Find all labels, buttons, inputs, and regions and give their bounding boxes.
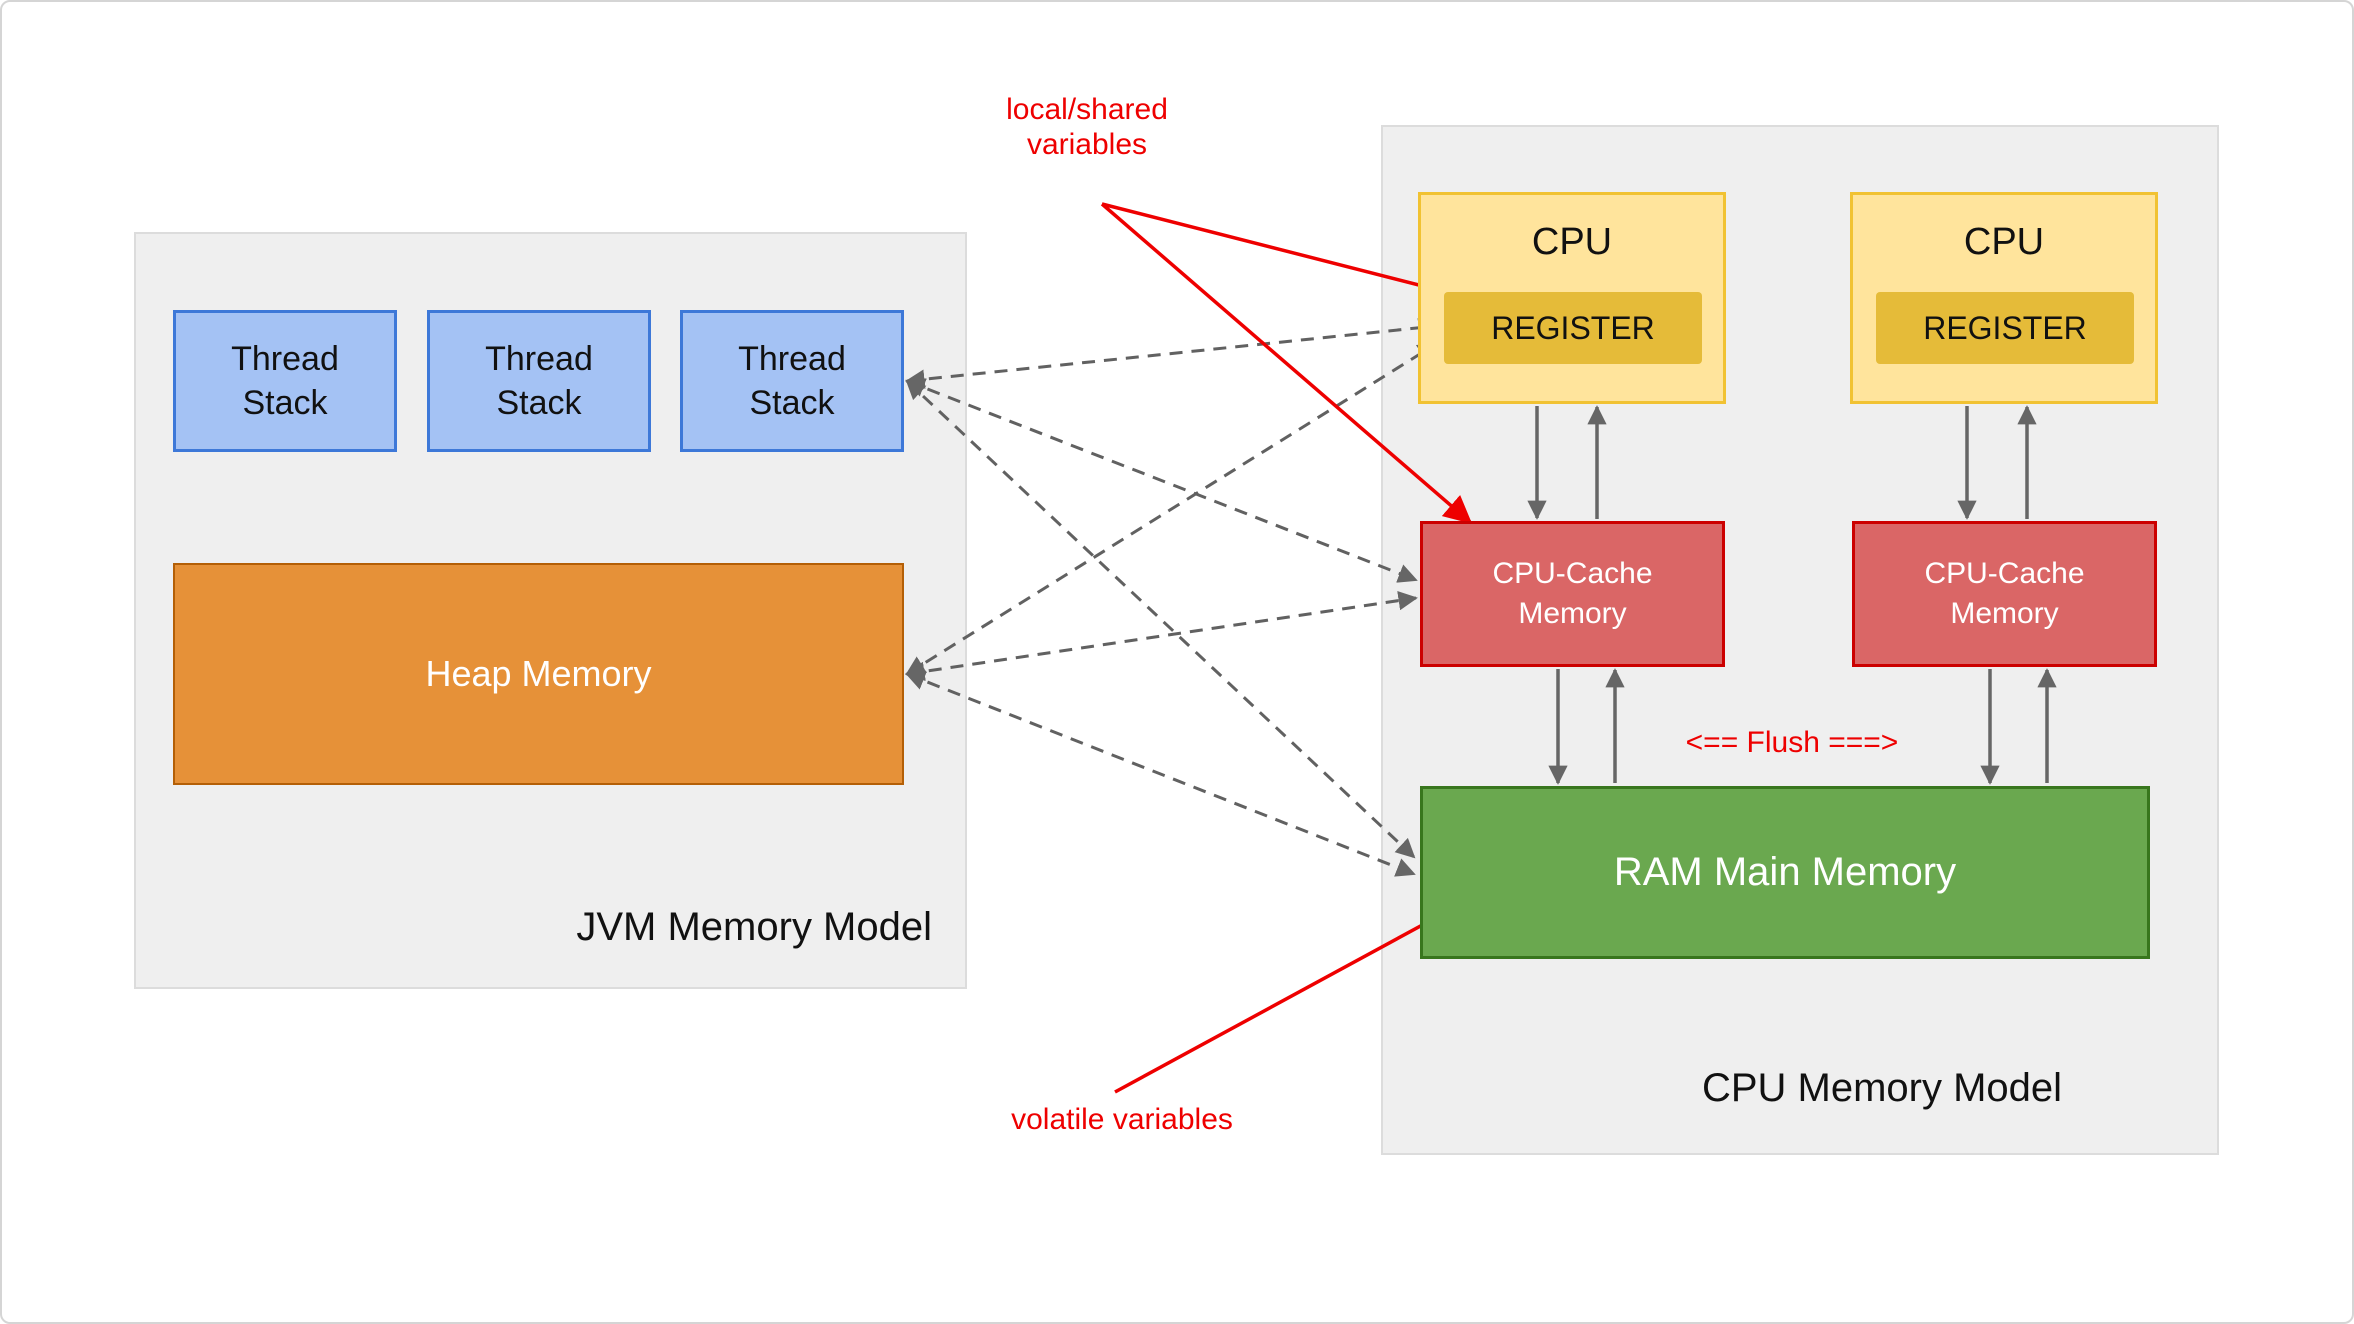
cpu-label: CPU (1531, 221, 1613, 263)
dashed-arrow-threadstack-cache (905, 378, 1418, 583)
ram-label: RAM Main Memory (1613, 850, 1957, 894)
cpu-cache-box-1: CPU-Cache Memory (1420, 521, 1725, 667)
cpu-cache-label: CPU-Cache Memory (1492, 556, 1653, 631)
cpu-panel-title: CPU Memory Model (1701, 1066, 2063, 1110)
annotation-flush: <== Flush ===> (1685, 726, 1899, 759)
heap-memory-label: Heap Memory (425, 653, 652, 694)
register-label: REGISTER (1491, 309, 1655, 346)
dashed-arrow-heap-register (905, 342, 1438, 676)
dashed-arrow-threadstack-ram (905, 379, 1416, 859)
cpu-cache-box-2: CPU-Cache Memory (1852, 521, 2157, 667)
thread-stack-label: Thread Stack (738, 339, 846, 422)
cpu-box-2: CPU REGISTER (1850, 192, 2158, 404)
jvm-panel-title: JVM Memory Model (576, 905, 932, 949)
ram-main-memory-box: RAM Main Memory (1420, 786, 2150, 959)
thread-stack-label: Thread Stack (485, 339, 593, 422)
annotation-local-shared-variables: local/shared variables (1006, 93, 1168, 162)
thread-stack-box-2: Thread Stack (427, 310, 651, 452)
dashed-arrow-threadstack-register (905, 318, 1438, 389)
cpu-label: CPU (1963, 221, 2045, 263)
cpu-box-1: CPU REGISTER (1418, 192, 1726, 404)
dashed-arrow-heap-cache (905, 590, 1418, 682)
dashed-arrow-heap-ram (905, 671, 1416, 877)
annotation-volatile-variables: volatile variables (1011, 1103, 1233, 1136)
thread-stack-box-3: Thread Stack (680, 310, 904, 452)
cpu-cache-label: CPU-Cache Memory (1924, 556, 2085, 631)
thread-stack-box-1: Thread Stack (173, 310, 397, 452)
register-label: REGISTER (1923, 309, 2087, 346)
register-box-1: REGISTER (1444, 292, 1702, 364)
register-box-2: REGISTER (1876, 292, 2134, 364)
thread-stack-label: Thread Stack (231, 339, 339, 422)
heap-memory-box: Heap Memory (173, 563, 904, 785)
